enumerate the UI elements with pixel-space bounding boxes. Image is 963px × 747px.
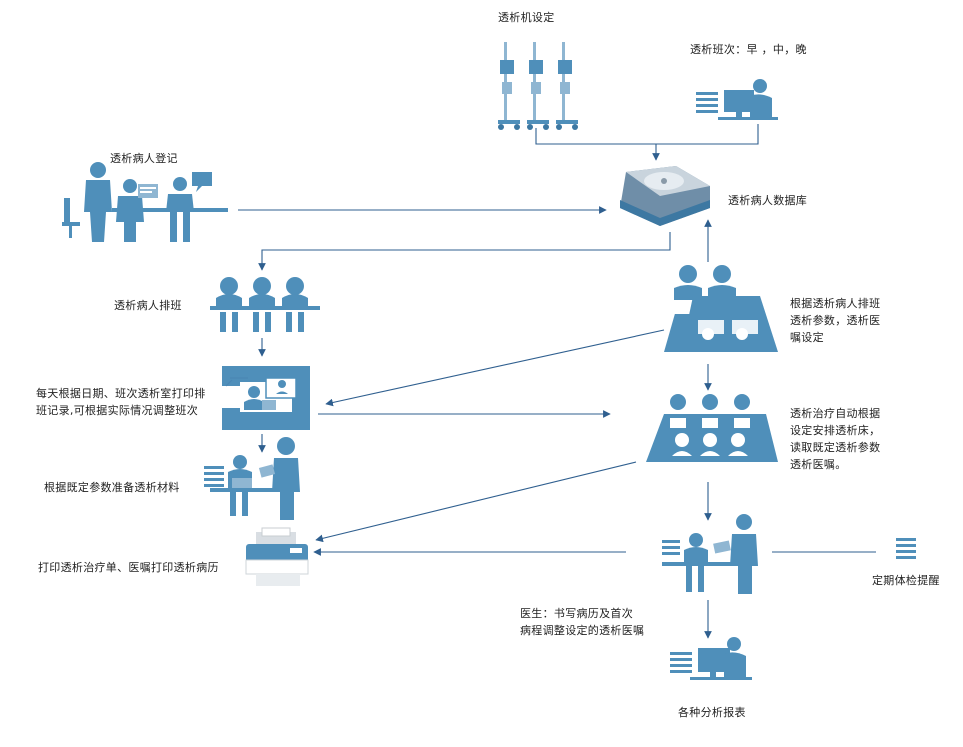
label-print-sheets: 打印透析治疗单、医嘱打印透析病历 [38, 561, 219, 574]
arrow-params-to-print [325, 329, 665, 407]
label-doctor: 医生：书写病历及首次 病程调整设定的透析医嘱 [520, 605, 644, 639]
treatment-room-icon [646, 394, 778, 462]
label-periodic-reminder: 定期体检提醒 [872, 574, 940, 587]
arrow-db-to-schedule [258, 232, 671, 271]
monitor-frame-icon [222, 366, 310, 430]
report-workstation-icon [670, 637, 752, 680]
arrow-treatment-to-printer [315, 461, 637, 543]
label-doctor-line2: 病程调整设定的透析医嘱 [520, 624, 645, 638]
connectors [238, 124, 876, 639]
label-auto-bed-line4: 透析医嘱。 [790, 458, 847, 472]
label-daily-print: 每天根据日期、班次透析室打印排 班记录,可根据实际情况调整班次 [36, 385, 206, 419]
label-schedule-params-line1: 根据透析病人排班 [790, 297, 881, 310]
document-stack-icon [896, 538, 916, 559]
registration-desk-icon [62, 162, 228, 242]
label-auto-bed-line1: 透析治疗自动根据 [790, 407, 881, 420]
label-prepare-material: 根据既定参数准备透析材料 [44, 481, 180, 494]
label-schedule-params: 根据透析病人排班 透析参数，透析医 嘱设定 [790, 295, 880, 346]
label-schedule-params-line3: 嘱设定 [790, 331, 824, 345]
label-machine-setup: 透析机设定 [498, 11, 555, 24]
hard-disk-icon [620, 166, 710, 226]
label-doctor-line1: 医生：书写病历及首次 [520, 607, 633, 620]
material-desk-icon [204, 437, 300, 520]
schedule-group-icon [210, 277, 320, 332]
label-daily-print-line2: 班记录,可根据实际情况调整班次 [36, 404, 198, 418]
meeting-table-icon [617, 265, 778, 352]
label-auto-bed: 透析治疗自动根据 设定安排透析床， 读取既定透析参数 透析医嘱。 [790, 405, 880, 473]
dialysis-machine-icon [498, 42, 578, 130]
label-patient-register: 透析病人登记 [110, 152, 178, 165]
label-patient-schedule: 透析病人排班 [114, 299, 182, 312]
label-daily-print-line1: 每天根据日期、班次透析室打印排 [36, 387, 206, 400]
label-shift-setup: 透析班次：早 ，中，晚 [690, 43, 807, 56]
label-schedule-params-line2: 透析参数，透析医 [790, 314, 881, 328]
workstation-icon [696, 79, 778, 120]
consultation-icon [662, 514, 758, 594]
printer-icon [245, 527, 309, 586]
connector-machines [535, 124, 759, 145]
label-auto-bed-line2: 设定安排透析床， [790, 424, 881, 438]
label-patient-database: 透析病人数据库 [728, 194, 808, 207]
label-auto-bed-line3: 读取既定透析参数 [790, 441, 881, 455]
label-reports: 各种分析报表 [678, 706, 746, 719]
